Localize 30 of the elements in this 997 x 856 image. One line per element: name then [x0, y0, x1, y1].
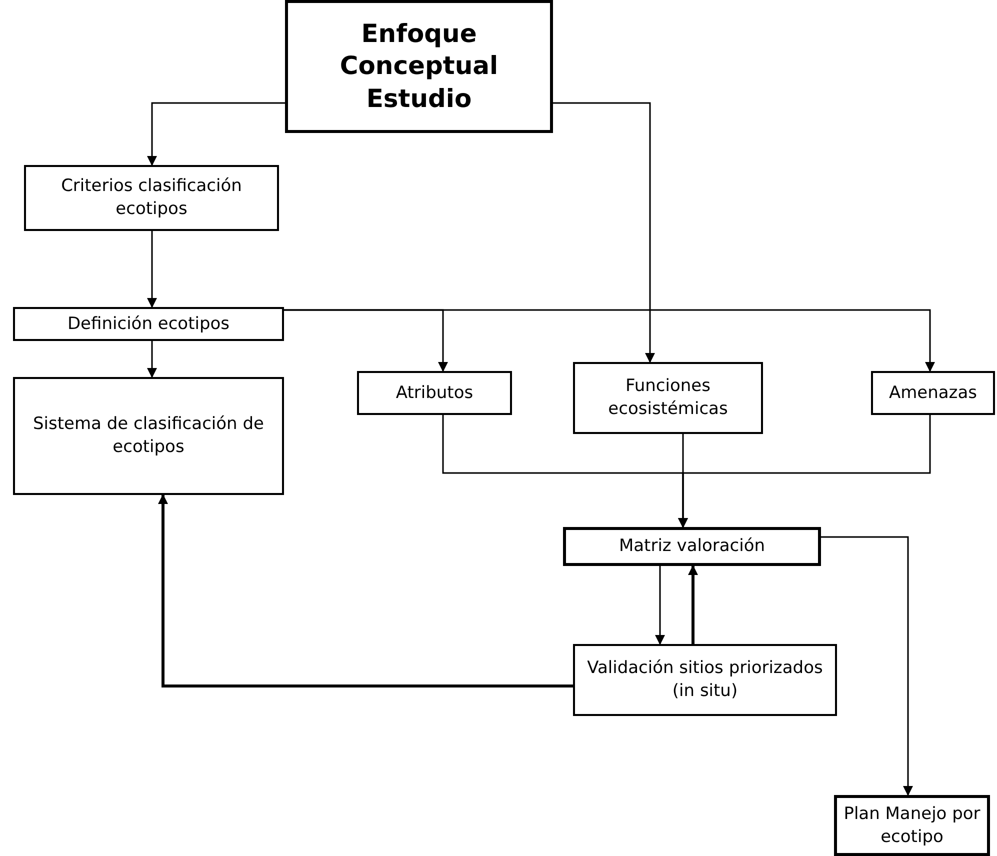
- arrow: [655, 566, 665, 645]
- process-box: [573, 644, 837, 716]
- process-box: [834, 795, 990, 856]
- arrow: [688, 565, 698, 644]
- box-label: Definición ecotipos: [67, 312, 230, 336]
- arrow: [284, 309, 935, 372]
- arrow: [678, 415, 931, 528]
- process-box: [285, 0, 553, 133]
- process-box: [24, 165, 279, 231]
- arrow: [147, 231, 157, 308]
- arrow: [147, 341, 157, 378]
- arrow: [553, 102, 655, 363]
- arrow: [821, 536, 913, 796]
- process-box: [13, 377, 284, 495]
- box-label: Plan Manejo por ecotipo: [843, 802, 981, 848]
- process-box: [357, 371, 512, 415]
- process-box: [573, 362, 763, 434]
- box-label: Criterios clasificación ecotipos: [60, 175, 243, 221]
- box-label: Enfoque Conceptual Estudio: [338, 18, 500, 115]
- process-box: [871, 371, 995, 415]
- arrow: [147, 102, 285, 166]
- box-label: Amenazas: [888, 382, 978, 404]
- box-label: Funciones ecosistémicas: [607, 375, 729, 421]
- arrow: [158, 494, 573, 688]
- process-box: [563, 527, 821, 566]
- box-label: Validación sitios priorizados (in situ): [586, 657, 824, 703]
- box-label: Matriz valoración: [618, 535, 766, 558]
- process-box: [13, 307, 284, 341]
- box-label: Atributos: [396, 382, 474, 404]
- box-label: Sistema de clasificación de ecotipos: [32, 413, 265, 459]
